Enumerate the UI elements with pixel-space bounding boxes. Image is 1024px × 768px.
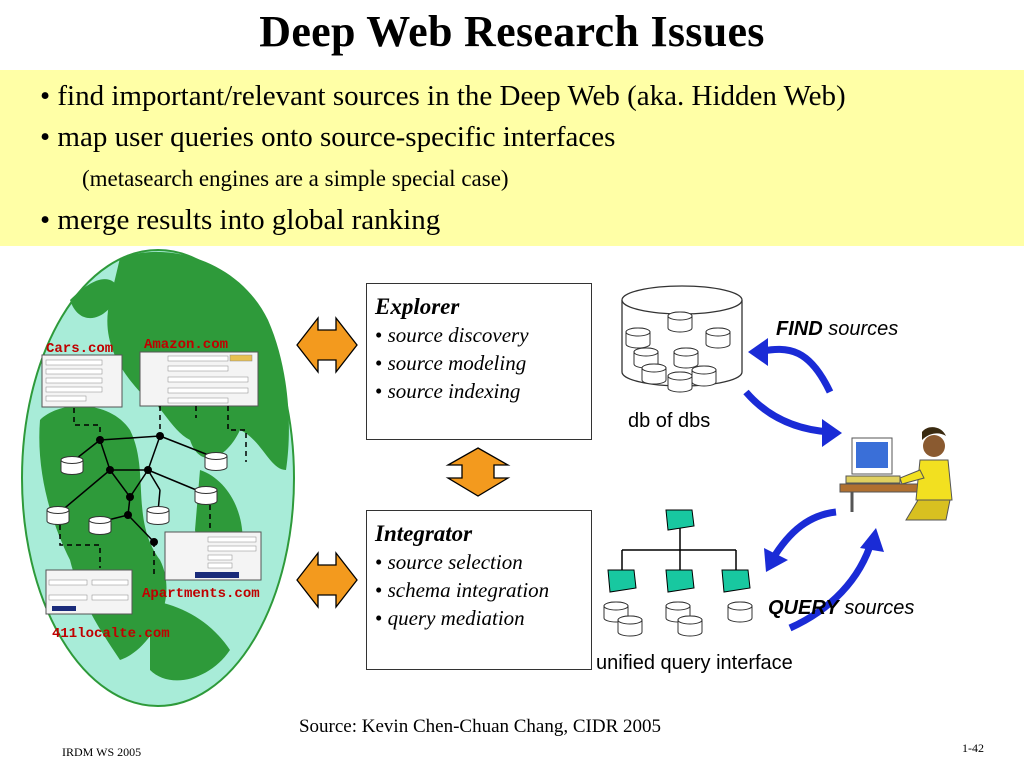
- query-sources-arrow-icon: [788, 528, 884, 632]
- user-at-computer-icon: [839, 427, 953, 521]
- bullet-metasearch-note: (metasearch engines are a simple special…: [82, 166, 509, 191]
- integrator-item: • source selection: [375, 550, 523, 574]
- unified-query-interface-label: unified query interface: [596, 652, 793, 674]
- explorer-integrator-arrow-icon: [445, 447, 511, 497]
- site-label-cars: Cars.com: [46, 341, 114, 357]
- page-title: Deep Web Research Issues: [259, 7, 765, 56]
- footer-page-number: 1-42: [962, 741, 984, 755]
- to-integrator-arrow-icon: [764, 508, 837, 572]
- explorer-box: Explorer • source discovery • source mod…: [366, 283, 592, 440]
- explorer-item: • source indexing: [375, 379, 521, 403]
- issues-box: [0, 70, 1024, 246]
- integrator-arrow-icon: [296, 551, 358, 609]
- apartments-form-thumbnail: [164, 531, 262, 581]
- amazon-form-thumbnail: [139, 351, 259, 407]
- site-label-amazon: Amazon.com: [144, 337, 229, 353]
- web-graph-nodes: [96, 432, 164, 546]
- integrator-box: Integrator • source selection • schema i…: [366, 510, 592, 670]
- query-sources-label: QUERY sources: [768, 597, 915, 619]
- site-label-411localte: 411localte.com: [52, 626, 170, 642]
- explorer-item: • source modeling: [375, 351, 527, 375]
- find-sources-label: FIND sources: [776, 318, 899, 340]
- footer-course: IRDM WS 2005: [62, 745, 142, 759]
- explorer-heading: Explorer: [375, 294, 460, 319]
- cars-form-thumbnail: [41, 354, 123, 408]
- 411localte-form-thumbnail: [45, 569, 133, 615]
- unified-query-tree: [603, 509, 753, 637]
- db-of-dbs-icon: [621, 285, 743, 393]
- explorer-item: • source discovery: [375, 323, 529, 347]
- explorer-arrow-icon: [296, 316, 358, 374]
- db-of-dbs-label: db of dbs: [628, 410, 711, 432]
- bullet-find-sources: • find important/relevant sources in the…: [40, 80, 846, 112]
- web-graph-dashes: [59, 406, 247, 575]
- find-sources-arrow-icon: [748, 338, 834, 394]
- bullet-merge-results: • merge results into global ranking: [40, 204, 441, 236]
- to-user-arrow-icon: [743, 389, 842, 447]
- site-label-apartments: Apartments.com: [142, 586, 260, 602]
- integrator-item: • schema integration: [375, 578, 550, 602]
- source-citation: Source: Kevin Chen-Chuan Chang, CIDR 200…: [298, 716, 661, 737]
- integrator-item: • query mediation: [375, 606, 525, 630]
- integrator-heading: Integrator: [375, 521, 473, 546]
- bullet-map-queries: • map user queries onto source-specific …: [40, 121, 616, 153]
